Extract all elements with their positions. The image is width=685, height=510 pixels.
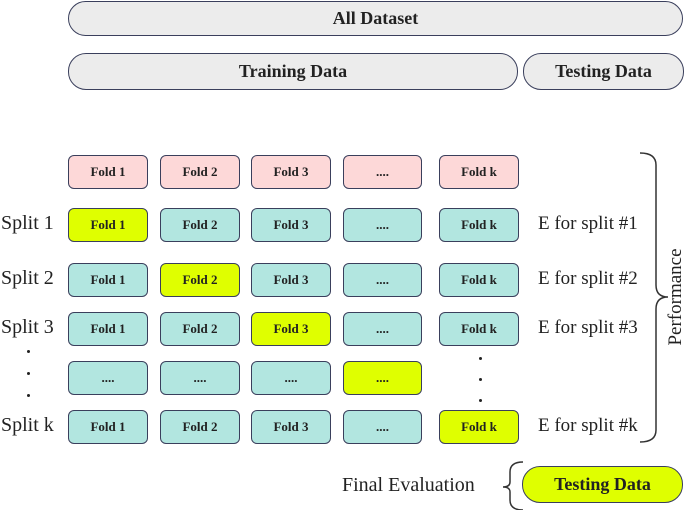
split-label: Split 2 — [1, 267, 54, 289]
ellipsis-dot — [479, 378, 482, 381]
train-fold: .... — [343, 208, 422, 242]
test-fold: Fold k — [439, 410, 519, 444]
ellipsis-dot — [27, 350, 30, 353]
split-evaluation: E for split #1 — [538, 213, 638, 234]
final-brace — [502, 461, 524, 510]
train-fold: Fold 2 — [160, 208, 240, 242]
train-fold: Fold k — [439, 208, 519, 242]
train-fold: .... — [251, 361, 331, 395]
train-fold: Fold k — [439, 263, 519, 297]
split-evaluation: E for split #3 — [538, 317, 638, 338]
header-fold: .... — [343, 155, 422, 189]
train-fold: Fold 3 — [251, 208, 331, 242]
all-dataset-bar: All Dataset — [68, 1, 683, 36]
train-fold: Fold 3 — [251, 410, 331, 444]
train-fold: Fold 3 — [251, 263, 331, 297]
final-testing-data: Testing Data — [522, 466, 683, 503]
final-evaluation-label: Final Evaluation — [342, 474, 475, 496]
train-fold: .... — [160, 361, 240, 395]
header-fold: Fold 2 — [160, 155, 240, 189]
testing-data-bar: Testing Data — [523, 53, 684, 90]
training-data-bar: Training Data — [68, 53, 518, 90]
split-label: Split 1 — [1, 212, 54, 234]
test-fold: Fold 3 — [251, 312, 331, 346]
train-fold: .... — [343, 410, 422, 444]
test-fold: Fold 2 — [160, 263, 240, 297]
header-fold: Fold 3 — [251, 155, 331, 189]
test-fold: Fold 1 — [68, 208, 148, 242]
train-fold: .... — [68, 361, 148, 395]
ellipsis-dot — [27, 394, 30, 397]
performance-bracket — [639, 152, 669, 443]
split-evaluation: E for split #2 — [538, 268, 638, 289]
train-fold: Fold 1 — [68, 410, 148, 444]
header-fold: Fold k — [439, 155, 519, 189]
header-fold: Fold 1 — [68, 155, 148, 189]
train-fold: Fold 2 — [160, 410, 240, 444]
train-fold: Fold k — [439, 312, 519, 346]
ellipsis-dot — [479, 399, 482, 402]
ellipsis-dot — [479, 357, 482, 360]
train-fold: .... — [343, 263, 422, 297]
split-label: Split k — [1, 414, 54, 436]
train-fold: .... — [343, 312, 422, 346]
ellipsis-dot — [27, 372, 30, 375]
performance-label: Performance — [665, 248, 685, 346]
split-label: Split 3 — [1, 316, 54, 338]
split-evaluation: E for split #k — [538, 415, 638, 436]
train-fold: Fold 1 — [68, 263, 148, 297]
train-fold: Fold 1 — [68, 312, 148, 346]
train-fold: Fold 2 — [160, 312, 240, 346]
test-fold: .... — [343, 361, 422, 395]
